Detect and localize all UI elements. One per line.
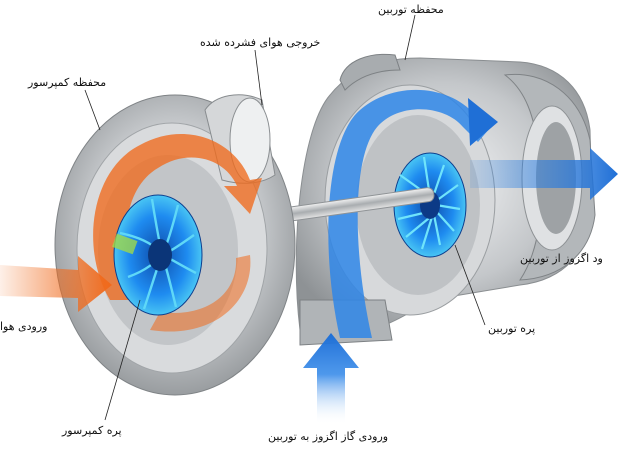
leader-compressor-wheel (104, 299, 141, 421)
compressor-wheel (112, 194, 203, 316)
compressed-air-flow (93, 133, 262, 332)
exhaust-inlet-arrow (303, 333, 359, 425)
label-air-inlet: ورودی هوا (0, 320, 48, 333)
air-inlet-arrow (0, 256, 112, 312)
label-exhaust-inlet: ورودی گاز اگزوز به توربین (268, 430, 389, 443)
label-compressed-air-outlet: خروجی هوای فشرده شده (200, 36, 321, 49)
exhaust-gas-flow (303, 89, 618, 425)
label-compressor-housing: محفظه کمپرسور (28, 76, 107, 89)
leader-lines (84, 14, 486, 421)
exhaust-outlet-arrow (470, 148, 618, 200)
label-compressor-wheel: پره کمپرسور (62, 424, 122, 437)
label-turbine-wheel: پره توربین (488, 322, 536, 335)
leader-compressed-air-outlet (254, 49, 263, 106)
leader-compressor-housing (84, 89, 101, 131)
exhaust-flow-arrow-head (468, 98, 498, 146)
leader-turbine-housing (404, 14, 416, 61)
label-turbine-housing: محفظه توربین (378, 3, 444, 16)
leader-turbine-wheel (454, 244, 486, 326)
label-exhaust-outlet: ود اگزوز از توربین (520, 252, 603, 265)
